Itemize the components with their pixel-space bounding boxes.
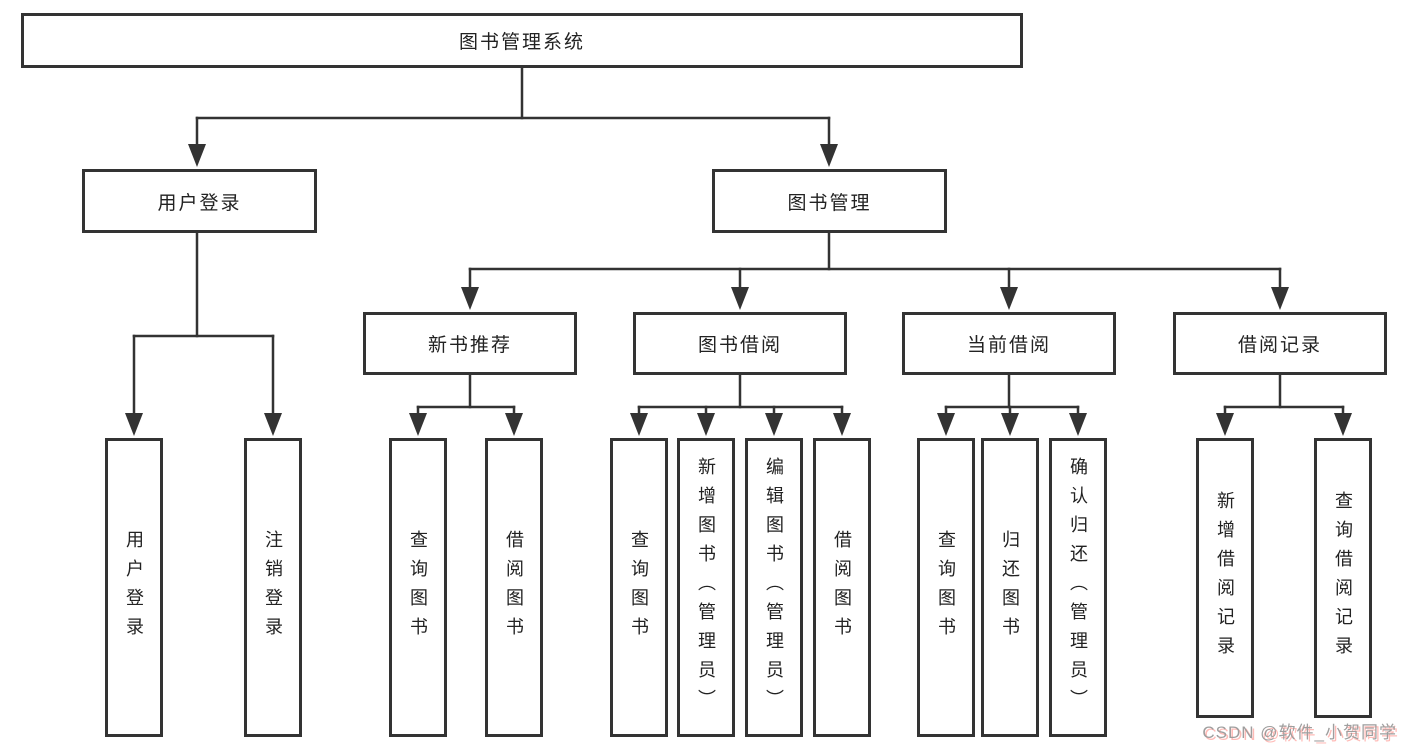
leaf-query-books-current: 查询图书 bbox=[917, 438, 975, 737]
node-new-book-recommendation: 新书推荐 bbox=[363, 312, 577, 375]
leaf-query-borrow-record: 查询借阅记录 bbox=[1314, 438, 1372, 718]
csdn-watermark: CSDN @软件_小贺同学 bbox=[1202, 723, 1397, 742]
leaf-user-login: 用户登录 bbox=[105, 438, 163, 737]
leaf-borrow-books-recommend: 借阅图书 bbox=[485, 438, 543, 737]
node-book-management: 图书管理 bbox=[712, 169, 947, 233]
leaf-borrow-books: 借阅图书 bbox=[813, 438, 871, 737]
node-borrowing-records: 借阅记录 bbox=[1173, 312, 1387, 375]
node-current-borrowing: 当前借阅 bbox=[902, 312, 1116, 375]
leaf-add-borrow-record: 新增借阅记录 bbox=[1196, 438, 1254, 718]
leaf-add-books-admin: 新增图书（管理员） bbox=[677, 438, 735, 737]
node-library-management-system: 图书管理系统 bbox=[21, 13, 1023, 68]
leaf-confirm-return-admin: 确认归还（管理员） bbox=[1049, 438, 1107, 737]
leaf-return-books: 归还图书 bbox=[981, 438, 1039, 737]
leaf-query-books-borrow: 查询图书 bbox=[610, 438, 668, 737]
leaf-edit-books-admin: 编辑图书（管理员） bbox=[745, 438, 803, 737]
leaf-query-books-recommend: 查询图书 bbox=[389, 438, 447, 737]
leaf-logout: 注销登录 bbox=[244, 438, 302, 737]
node-book-borrowing: 图书借阅 bbox=[633, 312, 847, 375]
node-user-login: 用户登录 bbox=[82, 169, 317, 233]
